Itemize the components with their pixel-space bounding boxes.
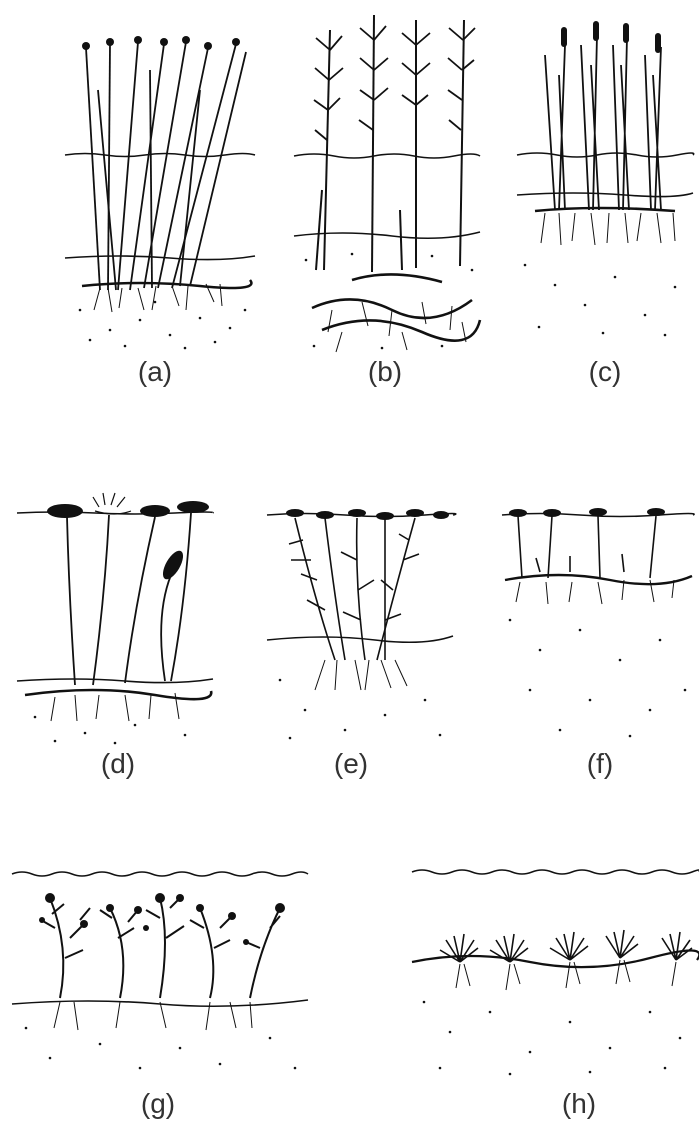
rush-stems bbox=[86, 42, 246, 290]
roots bbox=[94, 284, 222, 312]
caption-d: (d) bbox=[73, 748, 163, 780]
panel-e-drawing bbox=[265, 500, 455, 745]
rush-flower-heads bbox=[82, 36, 240, 50]
submerged-shoots bbox=[41, 898, 280, 998]
sediment-dots bbox=[79, 301, 247, 350]
panel-c-drawing bbox=[515, 15, 695, 345]
rhizome bbox=[535, 208, 675, 211]
roots bbox=[516, 580, 674, 604]
stems bbox=[518, 516, 656, 578]
petioles bbox=[67, 513, 191, 685]
panel-h-drawing bbox=[410, 862, 699, 1082]
panel-c bbox=[515, 15, 695, 345]
sediment-dots bbox=[423, 1001, 682, 1076]
rhizomes bbox=[312, 274, 480, 340]
panel-b-drawing bbox=[292, 10, 482, 355]
water-surface bbox=[294, 154, 480, 158]
caption-b: (b) bbox=[340, 356, 430, 388]
sediment-line bbox=[294, 232, 480, 238]
panel-a bbox=[60, 30, 260, 350]
sediment-line bbox=[17, 679, 213, 683]
sediment-dots bbox=[34, 716, 187, 745]
sediment-dots bbox=[279, 679, 442, 740]
water-surface bbox=[12, 872, 308, 876]
flower bbox=[93, 493, 131, 514]
roots bbox=[541, 213, 675, 245]
roots bbox=[456, 960, 676, 990]
cattail-leaves bbox=[545, 35, 661, 210]
caption-e: (e) bbox=[306, 748, 396, 780]
sediment-line bbox=[267, 636, 453, 642]
panel-f-drawing bbox=[500, 500, 695, 745]
caption-h: (h) bbox=[534, 1088, 624, 1120]
roots bbox=[315, 660, 407, 690]
rhizome bbox=[25, 690, 211, 699]
roots bbox=[328, 302, 466, 352]
panel-f bbox=[500, 500, 695, 745]
caption-a: (a) bbox=[110, 356, 200, 388]
water-surface bbox=[517, 153, 694, 157]
panel-a-drawing bbox=[60, 30, 260, 350]
panel-h bbox=[410, 862, 699, 1082]
sediment-dots bbox=[509, 619, 687, 738]
panel-d bbox=[15, 485, 215, 745]
panel-d-drawing bbox=[15, 485, 215, 745]
panel-g-drawing bbox=[10, 868, 310, 1078]
water-surface bbox=[65, 154, 255, 157]
leaf-tufts bbox=[39, 893, 285, 945]
sediment-dots bbox=[25, 1027, 297, 1070]
reed-leaves bbox=[314, 26, 475, 140]
sediment-dots bbox=[524, 264, 677, 337]
cattail-spikes bbox=[561, 21, 661, 53]
panel-b bbox=[292, 10, 482, 355]
panel-g bbox=[10, 868, 310, 1078]
caption-g: (g) bbox=[113, 1088, 203, 1120]
roots bbox=[51, 693, 179, 721]
sediment-line bbox=[65, 256, 255, 260]
caption-c: (c) bbox=[560, 356, 650, 388]
panel-e bbox=[265, 500, 455, 745]
water-surface bbox=[412, 870, 699, 874]
sediment-line bbox=[517, 193, 693, 197]
caption-f: (f) bbox=[555, 748, 645, 780]
